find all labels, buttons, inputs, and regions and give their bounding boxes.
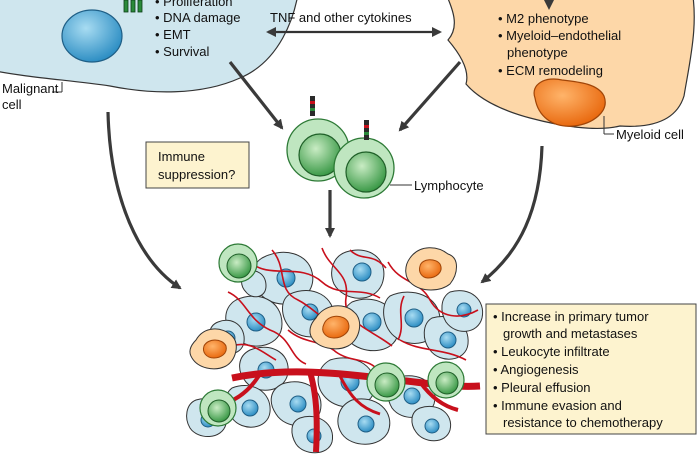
myeloid-cell: • M2 phenotype • Myeloid–endothelial phe… — [447, 0, 695, 130]
svg-text:Immune: Immune — [158, 149, 205, 164]
tumor-lymphocyte — [218, 243, 258, 283]
malignant-label: Malignant — [2, 81, 59, 96]
myeloid-bullet: • Myeloid–endothelial — [498, 28, 621, 43]
tumor-nucleus — [289, 395, 307, 413]
tumor-nucleus — [403, 387, 421, 405]
outcome-line: • Pleural effusion — [493, 380, 591, 395]
outcome-line: • Leukocyte infiltrate — [493, 344, 610, 359]
tumor-nucleus — [439, 331, 457, 349]
tumor-nucleus — [241, 399, 259, 417]
cytokines-label: TNF and other cytokines — [270, 10, 412, 25]
tumor-myeloid-cell — [189, 328, 237, 370]
malignant-bullet: • Proliferation — [155, 0, 233, 9]
tumor-lymphocyte — [199, 389, 237, 427]
tumor-nucleus — [424, 418, 440, 434]
malignant-nucleus — [61, 9, 123, 63]
tumor-nucleus — [357, 415, 375, 433]
outcome-line: • Increase in primary tumor — [493, 309, 649, 324]
tumor-lymphocyte — [427, 361, 465, 399]
myeloid-to-lymphocyte-arrow — [398, 60, 462, 132]
tumor-myeloid-cell — [309, 305, 361, 350]
tumor-myeloid-cell — [405, 247, 457, 291]
receptor-icon — [310, 96, 369, 140]
malignant-bullet: • DNA damage — [155, 10, 241, 25]
myeloid-to-tumor-arrow — [480, 145, 544, 284]
outcome-line: • Angiogenesis — [493, 362, 579, 377]
malignant-to-tumor-arrow — [106, 111, 182, 290]
malignant-label: cell — [2, 97, 22, 112]
lymphocyte-pair — [286, 96, 395, 199]
myeloid-bullet: • ECM remodeling — [498, 63, 603, 78]
myeloid-bullet: phenotype — [507, 45, 568, 60]
tumor-nucleus — [456, 302, 472, 318]
malignant-bullet: • EMT — [155, 27, 191, 42]
lymphocyte-label: Lymphocyte — [414, 178, 484, 193]
tumor-mass — [186, 243, 484, 454]
tumor-nucleus — [246, 312, 266, 332]
tumor-lymphocyte — [366, 362, 406, 402]
tumor-nucleus — [352, 262, 372, 282]
svg-text:suppression?: suppression? — [158, 167, 235, 182]
receptor-icon — [123, 0, 129, 13]
outcome-line: growth and metastases — [503, 326, 638, 341]
malignant-bullet: • Survival — [155, 44, 210, 59]
myeloid-bullet: • M2 phenotype — [498, 11, 589, 26]
malignant-cell: • Proliferation • DNA damage • EMT • Sur… — [0, 0, 298, 93]
outcome-line: • Immune evasion and — [493, 398, 622, 413]
tumor-nucleus — [301, 303, 319, 321]
immune-suppression-box: Immune suppression? — [145, 141, 250, 189]
tumor-nucleus — [362, 312, 382, 332]
myeloid-label: Myeloid cell — [616, 127, 684, 142]
outcomes-box: • Increase in primary tumor growth and m… — [485, 303, 697, 435]
flow-arrows — [106, 60, 544, 290]
malignant-to-lymphocyte-arrow — [228, 61, 284, 130]
tumor-nucleus — [404, 308, 424, 328]
outcome-line: resistance to chemotherapy — [503, 415, 663, 430]
myeloid-nucleus — [533, 78, 606, 127]
